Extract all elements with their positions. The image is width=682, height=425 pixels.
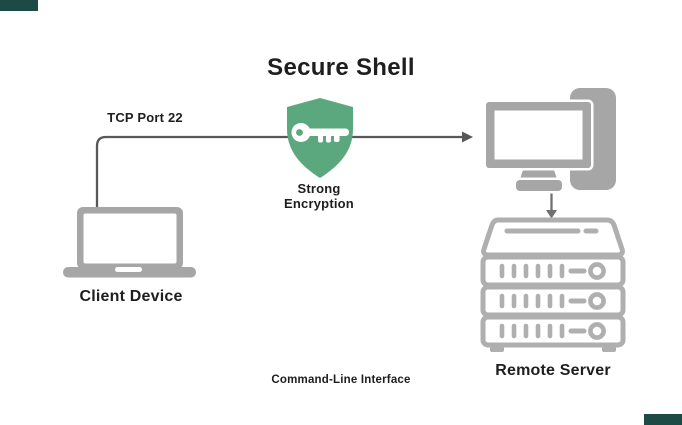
page-title: Secure Shell	[267, 54, 415, 81]
right-arrow-icon	[95, 131, 473, 208]
tcp-port-label: TCP Port 22	[107, 110, 183, 125]
down-arrow-icon	[546, 193, 557, 219]
key-glyph	[291, 123, 349, 143]
strong-encryption-label: Strong Encryption	[284, 181, 354, 211]
shield-key-icon	[287, 98, 353, 178]
command-line-interface-label: Command-Line Interface	[271, 374, 411, 386]
corner-accent-bottom-right	[644, 414, 682, 425]
laptop-icon	[63, 207, 196, 278]
server-rack-icon	[480, 217, 626, 352]
client-device-label: Client Device	[79, 288, 183, 305]
desktop-computer-icon	[483, 88, 616, 194]
corner-accent-top-left	[0, 0, 38, 11]
remote-server-label: Remote Server	[495, 362, 611, 379]
